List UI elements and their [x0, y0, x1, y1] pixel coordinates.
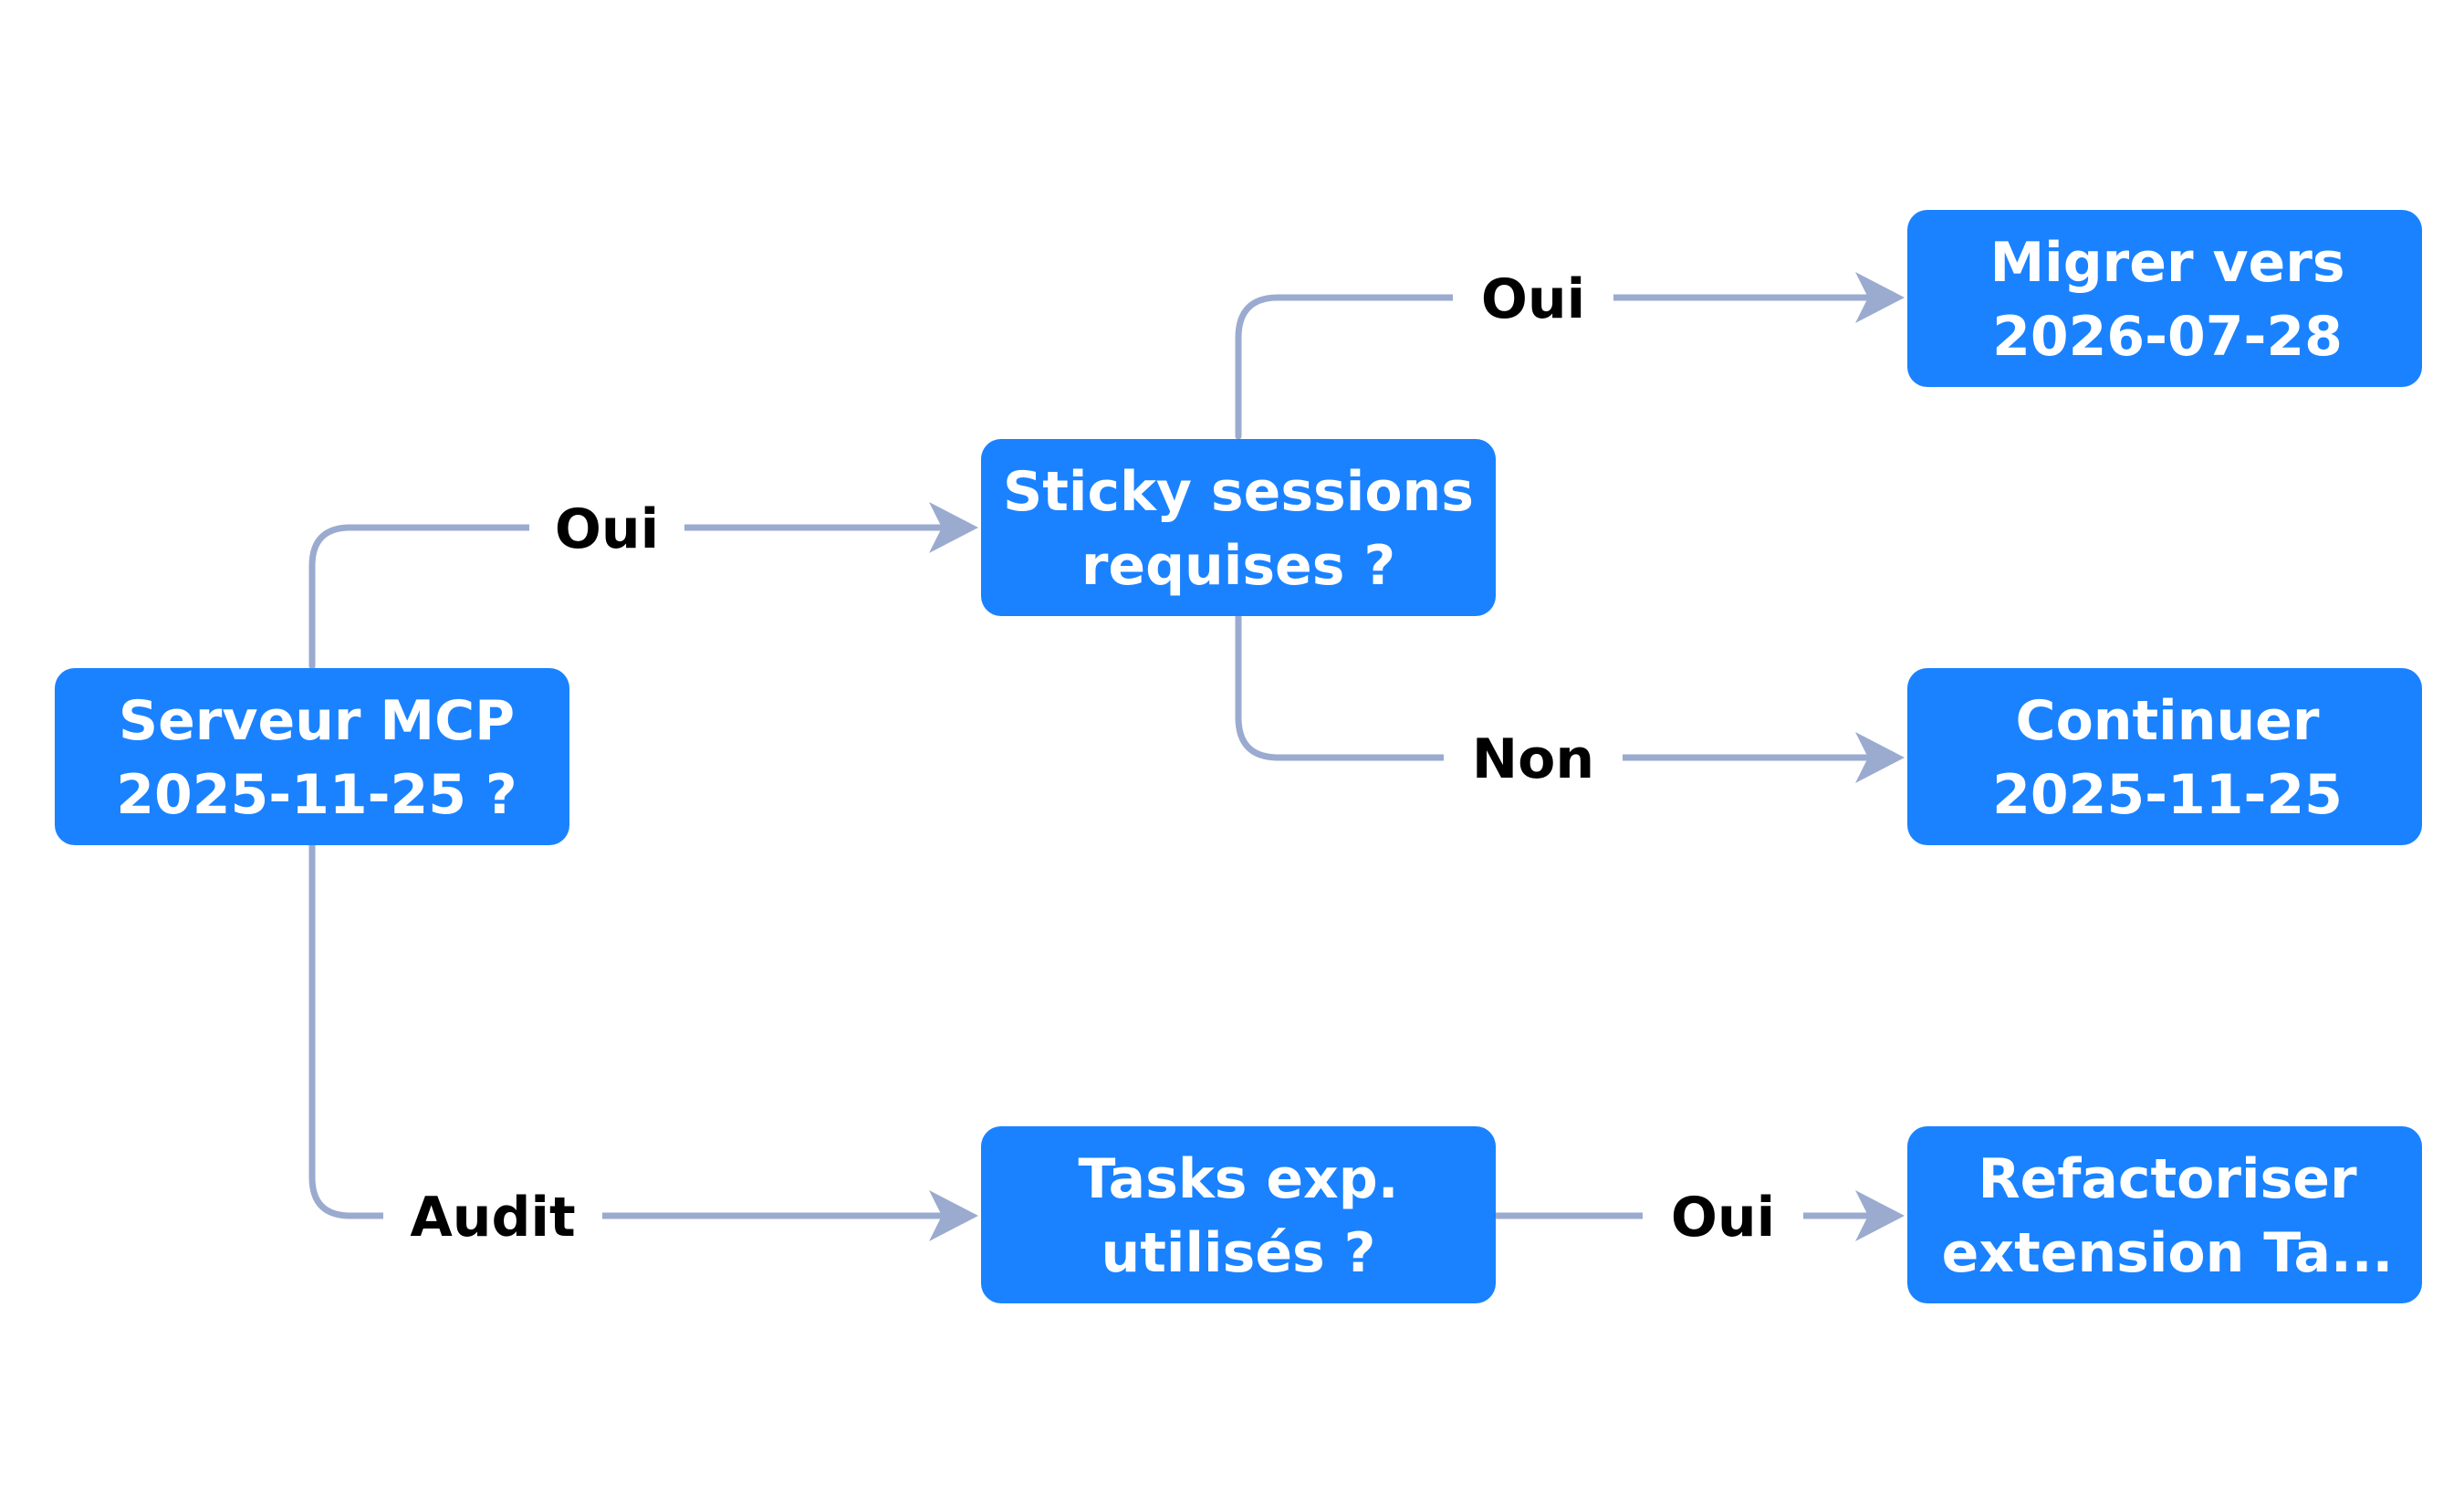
edge-tasks-to-refactor: Oui	[1493, 1186, 1905, 1250]
arrow-head	[929, 502, 978, 553]
edge-label-oui: Oui	[1481, 267, 1585, 331]
node-line-2: requises ?	[1081, 534, 1395, 598]
node-line-2: 2025-11-25	[1992, 763, 2343, 827]
arrow-head	[929, 1190, 978, 1241]
node-sticky-sessions: Sticky sessions requises ?	[981, 439, 1496, 616]
edge-label-background	[1453, 270, 1613, 327]
node-serveur-mcp: Serveur MCP 2025-11-25 ?	[55, 668, 569, 845]
edge-label-background	[1444, 730, 1623, 787]
node-line-2: 2026-07-28	[1992, 305, 2343, 369]
edge-label-background	[529, 500, 684, 557]
node-line-2: utilisés ?	[1101, 1221, 1376, 1285]
edge-label-background	[383, 1188, 602, 1245]
edge-line	[1235, 294, 1870, 440]
node-migrer-vers: Migrer vers 2026-07-28	[1907, 210, 2422, 387]
node-line-2: extension Ta...	[1942, 1221, 2394, 1285]
node-line-1: Refactoriser	[1978, 1147, 2357, 1211]
node-box	[1907, 210, 2422, 387]
node-box	[55, 668, 569, 845]
edge-label-audit: Audit	[410, 1186, 575, 1250]
edge-sticky-to-continue: Non	[1235, 613, 1905, 791]
arrow-head	[1855, 1190, 1905, 1241]
node-line-1: Serveur MCP	[119, 689, 515, 753]
node-continuer: Continuer 2025-11-25	[1907, 668, 2422, 845]
node-line-1: Tasks exp.	[1078, 1147, 1398, 1211]
edge-root-to-tasks: Audit	[308, 842, 978, 1250]
edge-label-non: Non	[1472, 727, 1594, 791]
edge-label-background	[1643, 1188, 1803, 1245]
edge-root-to-sticky: Oui	[308, 497, 978, 670]
edge-label-oui: Oui	[1671, 1186, 1775, 1250]
node-tasks-exp: Tasks exp. utilisés ?	[981, 1126, 1496, 1303]
node-line-1: Sticky sessions	[1003, 460, 1474, 524]
edge-line	[308, 842, 944, 1219]
arrow-head	[1855, 732, 1905, 783]
node-box	[1907, 668, 2422, 845]
edge-line	[308, 524, 944, 670]
node-box	[1907, 1126, 2422, 1303]
node-line-2: 2025-11-25 ?	[116, 763, 517, 827]
arrow-head	[1855, 272, 1905, 323]
node-box	[981, 439, 1496, 616]
edge-sticky-to-migrate: Oui	[1235, 267, 1905, 440]
edge-line	[1235, 613, 1870, 761]
node-box	[981, 1126, 1496, 1303]
edge-label-oui: Oui	[555, 497, 659, 561]
node-line-1: Migrer vers	[1989, 231, 2344, 295]
node-line-1: Continuer	[2016, 689, 2320, 753]
node-refactoriser: Refactoriser extension Ta...	[1907, 1126, 2422, 1303]
